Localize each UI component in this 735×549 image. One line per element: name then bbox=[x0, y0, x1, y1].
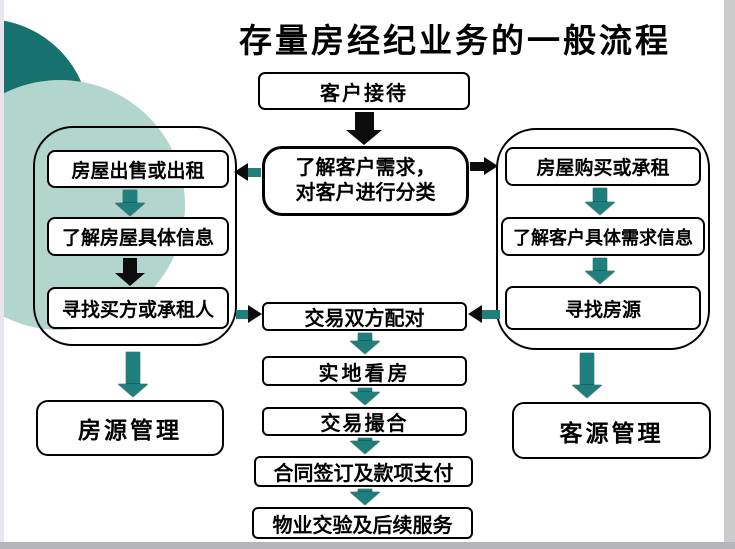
arrow-left-1-icon bbox=[114, 190, 146, 216]
arrow-to-client-mgmt-icon bbox=[568, 353, 606, 398]
page-edge-right bbox=[724, 0, 735, 549]
arrow-listings-to-matching-icon bbox=[468, 305, 500, 323]
arrow-to-source-mgmt-icon bbox=[114, 352, 152, 397]
node-deal-matching: 交易撮合 bbox=[262, 407, 467, 436]
node-client-management: 客源管理 bbox=[512, 402, 711, 459]
node-property-handover: 物业交验及后续服务 bbox=[252, 507, 473, 539]
arrow-center-3-icon bbox=[349, 438, 381, 454]
needs-line-2: 对客户进行分类 bbox=[295, 182, 436, 204]
page-title: 存量房经纪业务的一般流程 bbox=[239, 22, 671, 59]
needs-line-1: 了解客户需求， bbox=[295, 157, 436, 179]
node-house-info: 了解房屋具体信息 bbox=[47, 217, 229, 256]
node-source-management: 房源管理 bbox=[36, 400, 224, 456]
node-find-buyer-or-tenant: 寻找买方或承租人 bbox=[47, 287, 229, 329]
arrow-right-2-icon bbox=[584, 258, 616, 284]
right-group-container bbox=[496, 128, 710, 350]
arrow-needs-to-right-icon bbox=[470, 157, 498, 175]
arrow-right-1-icon bbox=[584, 188, 616, 215]
node-contract-payment: 合同签订及款项支付 bbox=[254, 456, 473, 487]
arrow-center-1-icon bbox=[349, 333, 381, 354]
arrow-needs-to-left-icon bbox=[234, 163, 261, 181]
node-understand-needs: 了解客户需求， 对客户进行分类 bbox=[262, 146, 469, 216]
node-client-needs-info: 了解客户具体需求信息 bbox=[501, 217, 705, 256]
arrow-buyer-to-matching-icon bbox=[236, 305, 262, 323]
node-customer-reception: 客户接待 bbox=[258, 72, 470, 110]
page-edge-left bbox=[0, 0, 4, 549]
node-find-listings: 寻找房源 bbox=[505, 286, 701, 330]
node-house-sell-or-rent: 房屋出售或出租 bbox=[47, 150, 229, 188]
arrow-center-2-icon bbox=[349, 388, 381, 405]
arrow-left-2-icon bbox=[114, 258, 146, 286]
node-party-matching: 交易双方配对 bbox=[262, 302, 467, 331]
page-edge-bottom bbox=[0, 542, 735, 549]
arrow-reception-to-needs-icon bbox=[345, 112, 383, 145]
node-site-viewing: 实地看房 bbox=[262, 356, 467, 386]
node-house-buy-or-lease: 房屋购买或承租 bbox=[505, 147, 701, 186]
arrow-center-4-icon bbox=[349, 489, 381, 505]
left-group-container bbox=[33, 126, 237, 346]
